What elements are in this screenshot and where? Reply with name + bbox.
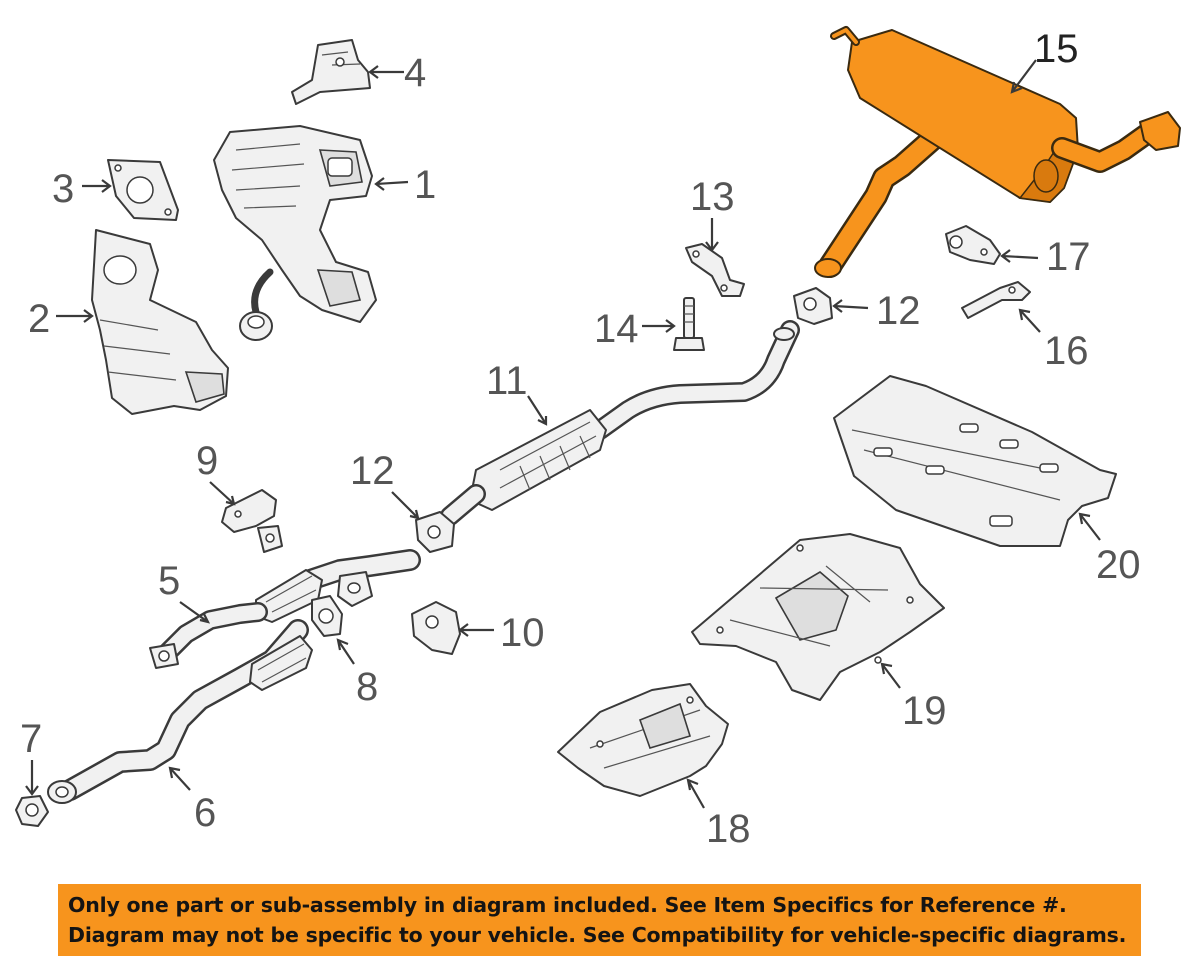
- leader-18: [686, 778, 705, 809]
- leader-12b: [391, 491, 420, 520]
- leader-1: [374, 177, 409, 191]
- leader-5: [179, 601, 211, 624]
- leader-17: [1000, 249, 1039, 263]
- leader-2: [56, 309, 94, 323]
- part-11-intermediate-pipe[interactable]: [440, 320, 800, 526]
- part-10-isolator[interactable]: [411, 601, 461, 655]
- callout-11: 11: [486, 359, 528, 403]
- part-6-front-pipe[interactable]: [47, 619, 313, 804]
- leader-4: [368, 65, 404, 79]
- part-2-catalytic-converter[interactable]: [91, 229, 229, 415]
- part-4-heat-shield[interactable]: [291, 39, 371, 105]
- part-7-gasket[interactable]: [15, 795, 49, 827]
- part-12-isolator-lower[interactable]: [415, 511, 455, 553]
- leader-10: [458, 623, 494, 637]
- part-17-hanger[interactable]: [945, 225, 1001, 265]
- leader-16: [1018, 308, 1041, 333]
- leader-6: [168, 766, 191, 791]
- callout-4: 4: [404, 51, 426, 95]
- leader-3: [82, 179, 112, 193]
- callout-18: 18: [706, 807, 751, 851]
- part-12-isolator-upper[interactable]: [793, 287, 833, 325]
- callout-3: 3: [52, 167, 74, 211]
- part-14-bolt[interactable]: [673, 297, 705, 351]
- callout-7: 7: [20, 717, 42, 761]
- part-13-hanger-bracket[interactable]: [685, 243, 745, 297]
- disclaimer-line-1: Only one part or sub-assembly in diagram…: [68, 893, 1067, 917]
- callout-14: 14: [594, 307, 639, 351]
- callout-1: 1: [414, 163, 436, 207]
- leader-20: [1078, 512, 1101, 541]
- part-20-heat-shield[interactable]: [833, 375, 1117, 547]
- part-9-bracket[interactable]: [221, 489, 283, 553]
- callout-16: 16: [1044, 329, 1089, 373]
- part-19-heat-shield[interactable]: [691, 533, 945, 701]
- part-3-gasket[interactable]: [107, 159, 179, 221]
- callout-20: 20: [1096, 543, 1141, 587]
- callout-13: 13: [690, 175, 735, 219]
- part-5-front-pipe[interactable]: [149, 549, 421, 669]
- leader-9: [209, 481, 236, 506]
- part-8-gasket[interactable]: [311, 595, 343, 637]
- part-18-heat-shield[interactable]: [557, 683, 729, 797]
- callout-10: 10: [500, 611, 545, 655]
- leader-19: [880, 662, 901, 689]
- leader-8: [336, 638, 355, 665]
- callout-19: 19: [902, 689, 947, 733]
- leader-15: [1010, 59, 1037, 94]
- callout-2: 2: [28, 297, 50, 341]
- disclaimer-line-2: Diagram may not be specific to your vehi…: [68, 923, 1127, 947]
- leader-14: [642, 319, 676, 333]
- callout-17: 17: [1046, 235, 1091, 279]
- part-15-muffler[interactable]: [814, 26, 1181, 278]
- callout-5: 5: [158, 559, 180, 603]
- part-1-exhaust-manifold[interactable]: [213, 125, 377, 341]
- callout-8: 8: [356, 665, 378, 709]
- callout-labels: 4 1 3 2 13 14 12 15 17 16 11 12 9 5 10 8…: [20, 27, 1141, 851]
- callout-15: 15: [1034, 27, 1079, 71]
- callout-12-upper: 12: [876, 289, 921, 333]
- exhaust-system-diagram: 4 1 3 2 13 14 12 15 17 16 11 12 9 5 10 8…: [15, 26, 1181, 851]
- callout-12-lower: 12: [350, 449, 395, 493]
- leader-13: [705, 218, 719, 252]
- leader-11: [527, 395, 548, 426]
- part-16-bracket[interactable]: [961, 281, 1031, 319]
- leader-lines: [25, 59, 1101, 809]
- disclaimer-banner: Only one part or sub-assembly in diagram…: [58, 884, 1141, 956]
- callout-6: 6: [194, 791, 216, 835]
- leader-7: [25, 760, 39, 796]
- callout-9: 9: [196, 439, 218, 483]
- leader-12a: [832, 299, 869, 313]
